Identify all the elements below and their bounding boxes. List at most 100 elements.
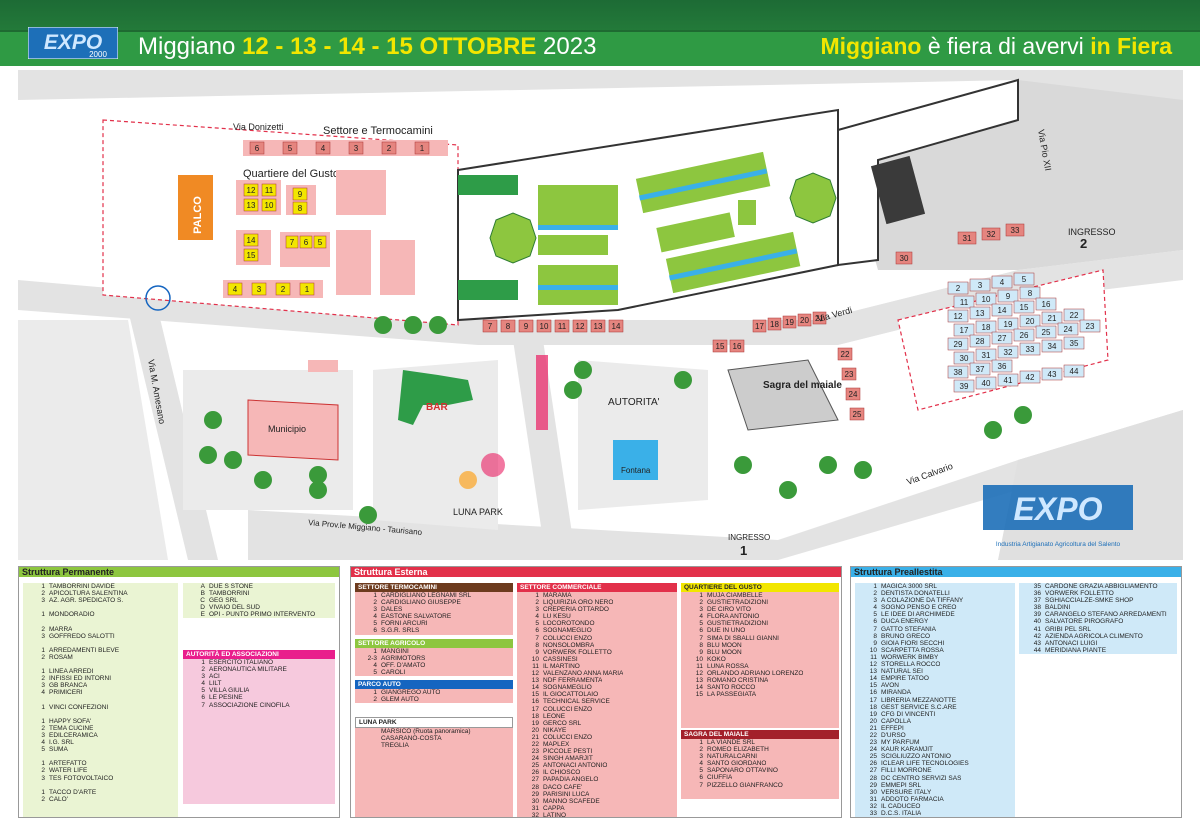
- road-top: [18, 70, 1183, 110]
- legend-row-name: CREPERIA OTTARDO: [543, 606, 609, 614]
- stand-number: 27: [998, 334, 1007, 343]
- stand: 19: [997, 317, 1019, 331]
- legend-row-number: 3: [373, 606, 377, 614]
- stand-box: [1035, 325, 1057, 339]
- tree-icon: [359, 506, 377, 524]
- legend-row-name: SOGNAMEGLIO: [543, 627, 592, 635]
- stand-number: 14: [998, 306, 1007, 315]
- legend-row-name: HAPPY SOFA': [49, 717, 92, 725]
- stand-number: 13: [976, 309, 985, 318]
- stand: 12: [243, 183, 259, 197]
- legend-row-number: 2: [373, 696, 377, 704]
- stand-number: 15: [1020, 303, 1029, 312]
- legend-row-name: SINGH AMARJIT: [543, 755, 593, 763]
- legend-row-number: 20: [869, 717, 877, 725]
- legend-row-number: 2: [535, 599, 539, 607]
- luna-park-label: LUNA PARK: [453, 507, 503, 517]
- stand-number: 1: [420, 144, 425, 153]
- stand-number: 13: [594, 322, 603, 331]
- legend-row-name: ROSAM: [49, 653, 73, 661]
- stand-box: [1079, 319, 1101, 333]
- stand-number: 19: [785, 318, 794, 327]
- legend-row-name: AGRIMOTORS: [381, 654, 426, 662]
- ingresso1-number: 1: [740, 543, 747, 558]
- legend-row-name: AZIENDA AGRICOLA CLIMENTO: [1045, 632, 1143, 640]
- sagra-area: [727, 359, 839, 431]
- stand-number: 4: [233, 285, 238, 294]
- legend-row-name: CAPPA: [543, 804, 565, 812]
- stand-box: [292, 201, 308, 215]
- legend-row-number: 1: [373, 592, 377, 599]
- legend-row-number: 30: [869, 788, 877, 796]
- stand-box: [608, 319, 624, 333]
- stand: 24: [1057, 322, 1079, 336]
- legend-row-number: 3: [201, 673, 205, 681]
- stand: 13: [969, 306, 991, 320]
- legend-row-number: 29: [531, 790, 539, 798]
- stand-number: 7: [290, 238, 295, 247]
- legend-row-name: LUNA ROSSA: [707, 662, 749, 670]
- legend-row-number: 33: [869, 810, 877, 817]
- tree-icon: [404, 316, 422, 334]
- stand-number: 11: [960, 298, 969, 307]
- stand-box: [841, 367, 857, 381]
- stand-box: [1019, 286, 1041, 300]
- legend-row: [23, 618, 178, 625]
- stand-number: 9: [524, 322, 529, 331]
- legend-row-name: MUJA CIAMBELLE: [707, 592, 763, 599]
- stand-box: [953, 379, 975, 393]
- legend-row-number: 41: [1033, 625, 1041, 633]
- fontana-label: Fontana: [621, 466, 651, 475]
- legend-row-number: 32: [531, 811, 539, 818]
- stand-box: [969, 362, 991, 376]
- legend-row-name: CARDIGLIANO LEGNAMI SRL: [381, 592, 472, 599]
- stand: 33: [1019, 342, 1041, 356]
- water-strip-3: [639, 168, 768, 201]
- legend-row-name: ADDOTO FARMACIA: [881, 795, 944, 803]
- stand-box: [947, 309, 969, 323]
- legend-row-name: ROMEO ELIZABETH: [707, 746, 769, 754]
- stand-box: [1057, 322, 1079, 336]
- stand-box: [1013, 300, 1035, 314]
- stand: 4: [315, 141, 331, 155]
- legend-row-name: AERONAUTICA MILITARE: [209, 666, 287, 674]
- stand: 13: [590, 319, 606, 333]
- stand-2-block: [380, 240, 415, 295]
- stand: 8: [1019, 286, 1041, 300]
- legend-row-name: CALO': [49, 795, 68, 803]
- legend-row-number: 7: [699, 634, 703, 642]
- ride-icon: [459, 471, 477, 489]
- block-left: [18, 320, 168, 560]
- legend-row-name: ARREDAMENTI BLEVE: [49, 646, 120, 654]
- stand-number: 31: [963, 234, 972, 243]
- legend-row-number: 7: [873, 625, 877, 633]
- legend-row-number: 1: [41, 717, 45, 725]
- legend-row-name: CASSINESI: [543, 655, 578, 663]
- stand-box: [812, 311, 827, 325]
- stand-number: 25: [853, 410, 862, 419]
